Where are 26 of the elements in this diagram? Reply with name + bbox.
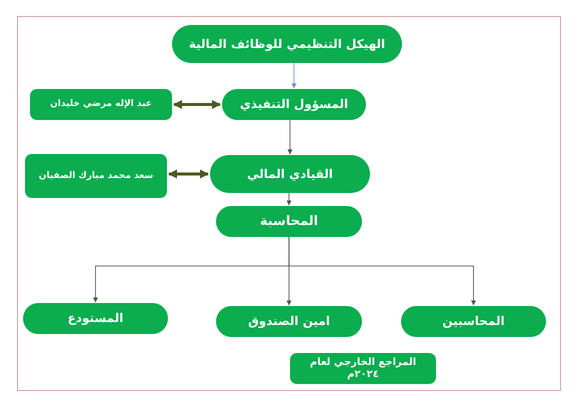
rounded-box (290, 353, 436, 384)
connector-arrow (288, 236, 476, 306)
node-label: المحاسبين (442, 314, 505, 329)
connector-arrow (288, 120, 292, 154)
connector-arrow (168, 170, 209, 178)
rounded-box (25, 154, 167, 198)
pill-node (216, 206, 362, 237)
node-label: امين الصندوق (248, 314, 330, 329)
node-label: سعد محمد مبارك الصفيان (38, 170, 154, 182)
connector-arrow (292, 62, 296, 88)
node-label: المراجع الخارجي لعام ٢٠٢٤م (308, 356, 418, 380)
connector-arrow (173, 100, 221, 109)
pill-node (172, 25, 402, 63)
node-label: عبد الإله مرضي خليدان (50, 99, 152, 110)
pill-node (222, 89, 366, 120)
pill-node (401, 306, 546, 337)
node-label: المستودع (68, 311, 124, 326)
pill-node (23, 303, 168, 334)
pill-node (216, 306, 362, 337)
connector-arrow (286, 192, 292, 206)
node-label: المحاسبة (260, 214, 318, 230)
pill-node (210, 155, 370, 193)
node-label: الهيكل التنظيمي للوظائف المالية (188, 36, 386, 52)
node-label: المسؤول التنفيذي (240, 97, 348, 112)
rounded-box (30, 89, 172, 120)
node-label: القيادي المالي (247, 166, 333, 182)
